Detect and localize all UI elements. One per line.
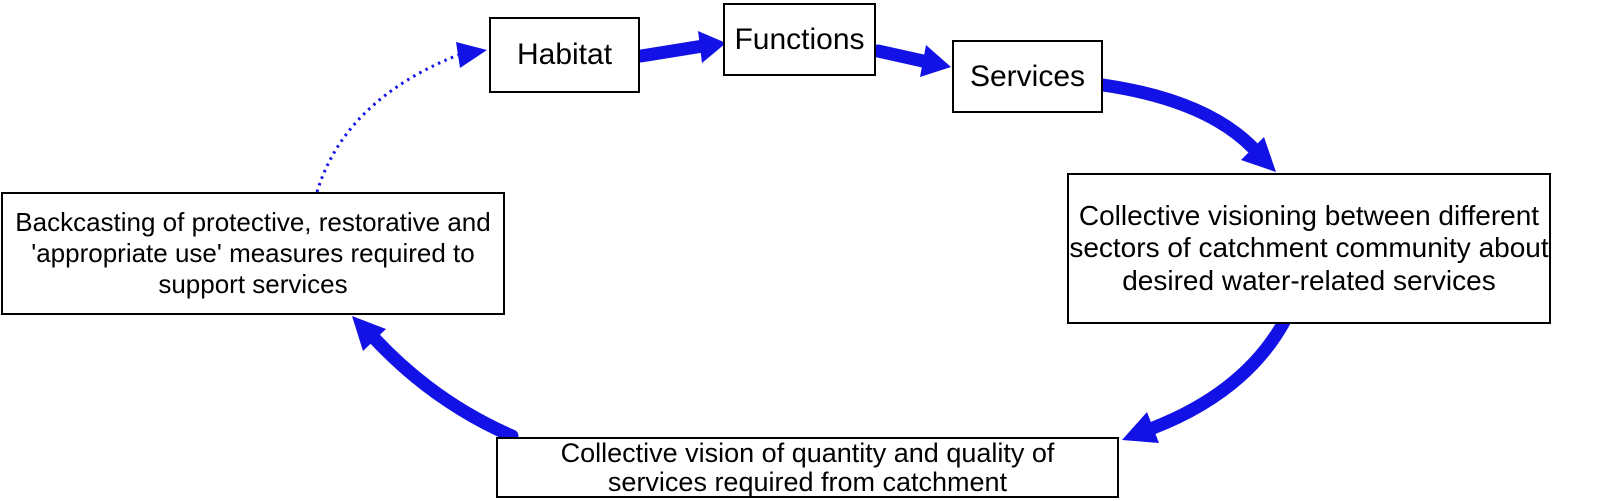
- node-habitat: Habitat: [489, 17, 640, 93]
- arrow-habitat-to-functions-head: [698, 31, 726, 63]
- arrow-vision-to-backcasting: [352, 316, 519, 443]
- arrow-visioning-to-vision-head: [1122, 412, 1159, 443]
- node-backcasting: Backcasting of protective, restorative a…: [1, 192, 505, 315]
- arrow-backcasting-to-habitat-dotted: [315, 42, 487, 193]
- node-habitat-label: Habitat: [516, 38, 613, 71]
- node-collective-visioning: Collective visioning between different s…: [1067, 173, 1551, 324]
- arrow-visioning-to-vision: [1122, 315, 1291, 443]
- arrow-habitat-to-functions-stem: [634, 39, 710, 63]
- node-collective-vision: Collective vision of quantity and qualit…: [496, 437, 1119, 498]
- node-collective-visioning-label: Collective visioning between different s…: [1069, 199, 1549, 296]
- node-functions: Functions: [723, 3, 876, 76]
- arrow-vision-to-backcasting-head: [352, 316, 386, 351]
- arrow-vision-to-backcasting-stem: [368, 332, 519, 443]
- arrow-functions-to-services-head: [920, 45, 951, 77]
- arrow-services-to-visioning-head: [1241, 137, 1276, 172]
- arrow-backcasting-to-habitat-stem: [315, 53, 459, 193]
- node-services-label: Services: [969, 59, 1086, 93]
- arrow-backcasting-to-habitat-head: [456, 42, 487, 68]
- arrow-visioning-to-vision-stem: [1146, 315, 1291, 435]
- arrow-services-to-visioning: [1096, 78, 1276, 172]
- arrow-habitat-to-functions: [634, 31, 726, 63]
- node-collective-vision-label: Collective vision of quantity and qualit…: [560, 438, 1055, 497]
- arrow-functions-to-services-stem: [871, 44, 930, 68]
- node-backcasting-label: Backcasting of protective, restorative a…: [15, 206, 491, 300]
- node-services: Services: [952, 40, 1103, 113]
- node-functions-label: Functions: [734, 22, 865, 56]
- arrow-services-to-visioning-stem: [1096, 78, 1259, 154]
- arrow-functions-to-services: [871, 44, 951, 77]
